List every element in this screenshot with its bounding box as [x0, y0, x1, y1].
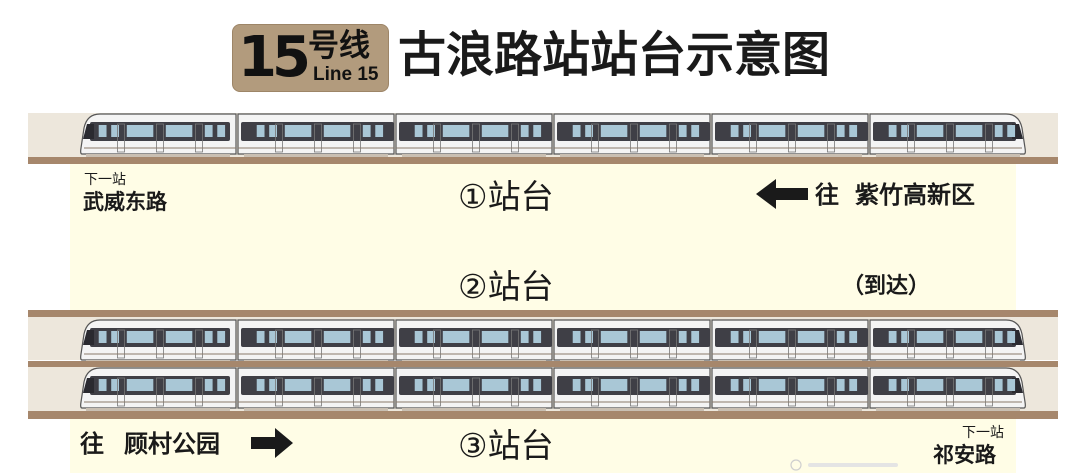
line-name: 号线	[308, 28, 370, 64]
train-car	[395, 113, 553, 157]
line-badge: 15 号线 Line 15	[232, 24, 389, 92]
train-car	[553, 367, 711, 411]
train-car	[237, 113, 395, 157]
platform-2-label: ②站台	[458, 267, 554, 306]
train-2	[80, 319, 1026, 363]
train-car	[237, 367, 395, 411]
next-station-caption-right: 下一站	[962, 425, 1004, 441]
train-car	[869, 113, 1026, 157]
line-number: 15	[238, 25, 311, 90]
direction-prefix-bottom: 往	[80, 430, 104, 458]
train-car	[395, 367, 553, 411]
direction-destination-bottom: 顾村公园	[124, 430, 220, 458]
train-car	[553, 319, 711, 363]
track-separator	[28, 361, 1058, 367]
train-car	[711, 319, 869, 363]
train-1	[80, 113, 1026, 157]
next-station-caption-left: 下一站	[84, 172, 126, 188]
watermark	[790, 458, 910, 472]
train-car	[80, 367, 237, 411]
train-car	[80, 113, 237, 157]
track-2-edge-top	[28, 310, 1058, 317]
train-car	[711, 113, 869, 157]
platform-1-label: ①站台	[458, 177, 554, 216]
left-arrow-icon	[756, 179, 808, 209]
next-station-right: 祁安路	[933, 443, 996, 467]
train-car	[553, 113, 711, 157]
track-3-edge	[28, 411, 1058, 419]
page-title: 古浪路站站台示意图	[398, 27, 831, 83]
train-car	[869, 319, 1026, 363]
next-station-left: 武威东路	[83, 190, 167, 214]
line-name-english: Line 15	[313, 64, 379, 85]
direction-destination-top: 紫竹高新区	[855, 181, 975, 209]
platform-3-label: ③站台	[458, 426, 554, 465]
island-platform	[70, 164, 1016, 310]
train-car	[80, 319, 237, 363]
train-3	[80, 367, 1026, 411]
train-car	[237, 319, 395, 363]
train-car	[711, 367, 869, 411]
track-1-edge	[28, 157, 1058, 164]
train-car	[395, 319, 553, 363]
platform-2-status: （到达）	[842, 274, 931, 299]
train-car	[869, 367, 1026, 411]
direction-prefix-top: 往	[815, 181, 839, 209]
right-arrow-icon	[251, 428, 293, 458]
